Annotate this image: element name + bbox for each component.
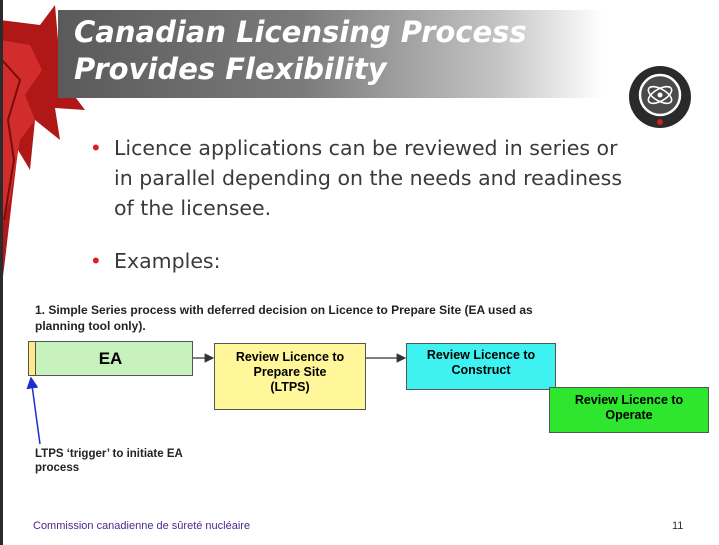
operate-review-box: Review Licence to Operate: [549, 387, 709, 433]
footer-organization: Commission canadienne de sûreté nucléair…: [33, 520, 251, 532]
trigger-label: LTPS ‘trigger’ to initiate EA process: [35, 448, 183, 474]
bullet-2: • Examples:: [92, 246, 221, 276]
construct-review-box: Review Licence to Construct: [406, 343, 556, 390]
bullet-2-text: Examples:: [114, 249, 221, 273]
process-caption: 1. Simple Series process with deferred d…: [35, 303, 533, 333]
trigger-arrow: [26, 376, 41, 445]
ea-box-label: EA: [98, 349, 123, 368]
title-band: [58, 10, 603, 98]
ltps-review-box: Review Licence to Prepare Site (LTPS): [214, 343, 366, 410]
left-border: [0, 0, 3, 545]
title-line-2: Provides Flexibility: [74, 52, 387, 86]
bullet-1-text: Licence applications can be reviewed in …: [114, 136, 623, 220]
title-line-1: Canadian Licensing Process: [74, 15, 527, 49]
bullet-1: • Licence applications can be reviewed i…: [92, 133, 622, 223]
page-number: 11: [672, 520, 684, 532]
cnsc-seal-icon: [629, 66, 691, 128]
slide-title: Canadian Licensing Process Provides Flex…: [74, 14, 594, 88]
ea-box: EA: [28, 341, 193, 376]
bullet-dot-icon: •: [92, 248, 100, 273]
ltps-trigger-stripe: [29, 342, 36, 375]
bullet-dot-icon: •: [92, 135, 100, 160]
